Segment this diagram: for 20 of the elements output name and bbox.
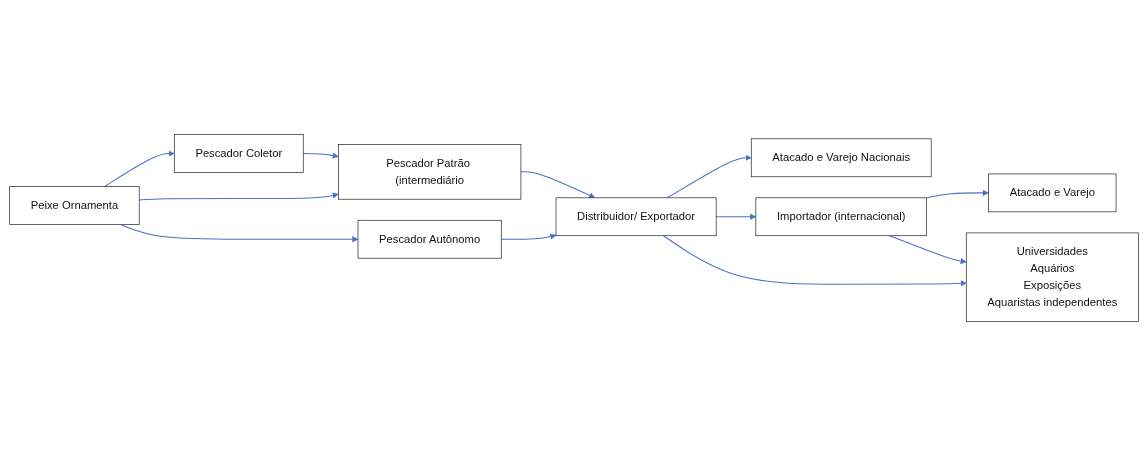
- node-box: Pescador Autônomo: [357, 219, 502, 259]
- node-box: Distribuidor/ Exportador: [555, 197, 717, 237]
- arrow: [889, 235, 967, 265]
- arrow: [663, 235, 967, 287]
- node-box: Importador (internacional): [755, 197, 927, 237]
- arrow: [500, 233, 557, 240]
- arrow: [715, 213, 757, 220]
- arrow: [103, 150, 175, 188]
- arrow: [302, 152, 339, 159]
- node-box: Peixe Ornamenta: [9, 186, 140, 225]
- node-box: Universidades Aquários Exposições Aquaristas independentes: [965, 232, 1139, 322]
- node-box: Atacado e Varejo: [988, 173, 1117, 213]
- arrow: [120, 223, 359, 243]
- arrow: [926, 189, 989, 199]
- arrow: [666, 154, 752, 199]
- arrow: [138, 192, 339, 201]
- arrow: [520, 171, 596, 199]
- node-box: Atacado e Varejo Nacionais: [750, 138, 932, 178]
- node-box: Pescador Patrão (intermediário: [338, 144, 522, 200]
- node-box: Pescador Coletor: [173, 134, 304, 173]
